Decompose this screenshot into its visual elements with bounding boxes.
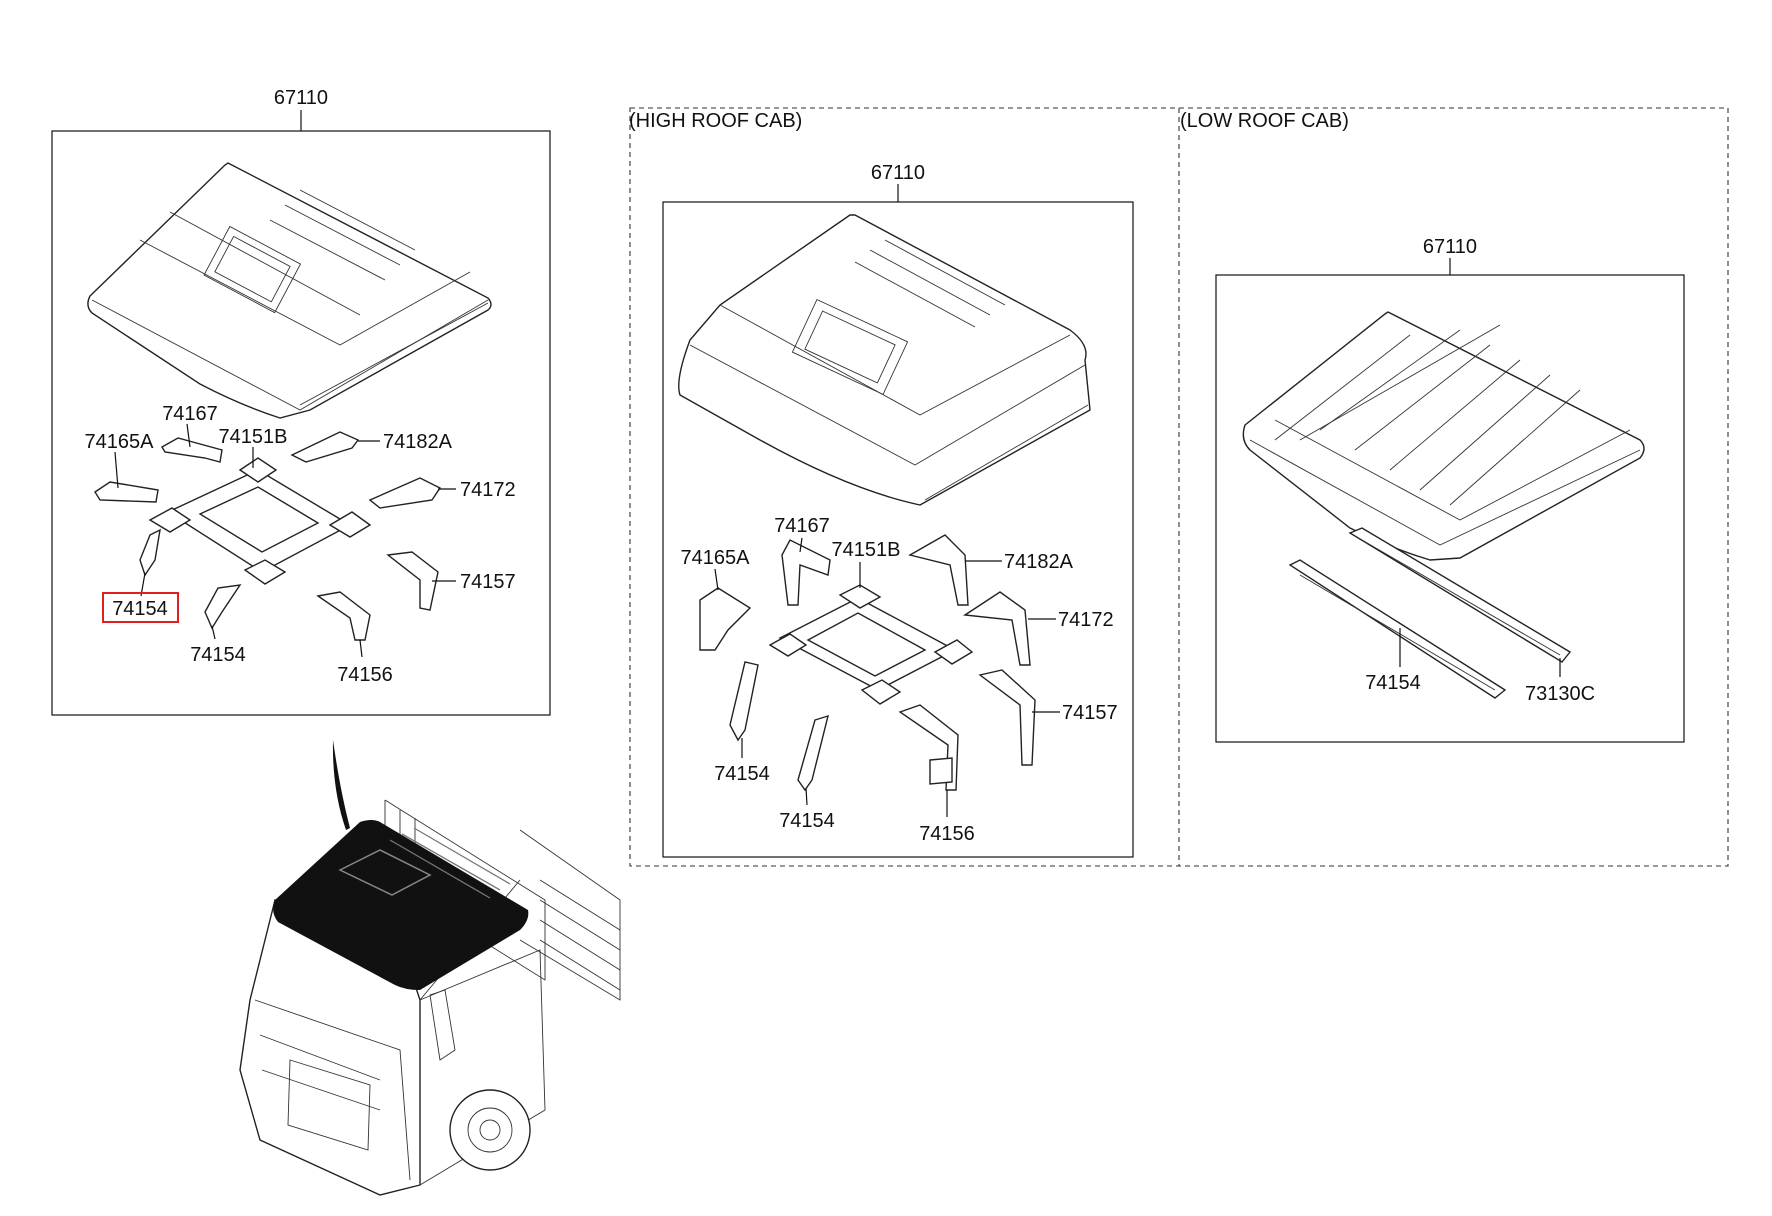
high-part-74182a[interactable]: 74182A xyxy=(1004,551,1074,573)
main-part-74167[interactable]: 74167 xyxy=(162,403,218,425)
low-roof-panel-drawing xyxy=(1242,311,1645,561)
high-roof-panel-drawing xyxy=(678,214,1091,506)
main-part-74157[interactable]: 74157 xyxy=(460,571,516,593)
main-part-74151b[interactable]: 74151B xyxy=(219,426,288,448)
main-roof-label[interactable]: 67110 xyxy=(274,87,328,109)
high-part-74157[interactable]: 74157 xyxy=(1062,702,1118,724)
main-roof-panel-drawing xyxy=(87,162,492,419)
low-roof-label[interactable]: 67110 xyxy=(1423,236,1477,258)
main-part-74154-selected[interactable]: 74154 xyxy=(112,598,168,620)
high-roof-caption: (HIGH ROOF CAB) xyxy=(629,110,802,132)
low-roof-subparts-drawing xyxy=(1288,527,1572,699)
main-panel: 67110 xyxy=(51,87,551,716)
main-part-74154[interactable]: 74154 xyxy=(190,644,246,666)
high-roof-panel: 67110 xyxy=(662,162,1134,858)
main-subparts-drawing xyxy=(94,431,442,641)
main-part-74172[interactable]: 74172 xyxy=(460,479,516,501)
main-part-74156[interactable]: 74156 xyxy=(337,664,393,686)
low-roof-caption: (LOW ROOF CAB) xyxy=(1180,110,1349,132)
low-roof-panel: 67110 74154 73130C xyxy=(1215,236,1685,743)
low-part-73130c[interactable]: 73130C xyxy=(1525,683,1595,705)
truck-locator-drawing xyxy=(239,740,621,1196)
high-part-74172[interactable]: 74172 xyxy=(1058,609,1114,631)
high-part-74165a[interactable]: 74165A xyxy=(681,547,751,569)
high-roof-label[interactable]: 67110 xyxy=(871,162,925,184)
main-part-74182a[interactable]: 74182A xyxy=(383,431,453,453)
main-part-74165a[interactable]: 74165A xyxy=(85,431,155,453)
high-part-74151b[interactable]: 74151B xyxy=(832,539,901,561)
high-part-74154-b[interactable]: 74154 xyxy=(779,810,835,832)
low-part-74154[interactable]: 74154 xyxy=(1365,672,1421,694)
selected-part-highlight xyxy=(102,592,179,623)
high-part-74167[interactable]: 74167 xyxy=(774,515,830,537)
high-part-74154-a[interactable]: 74154 xyxy=(714,763,770,785)
high-roof-subparts-drawing xyxy=(699,534,1036,792)
high-part-74156[interactable]: 74156 xyxy=(919,823,975,845)
